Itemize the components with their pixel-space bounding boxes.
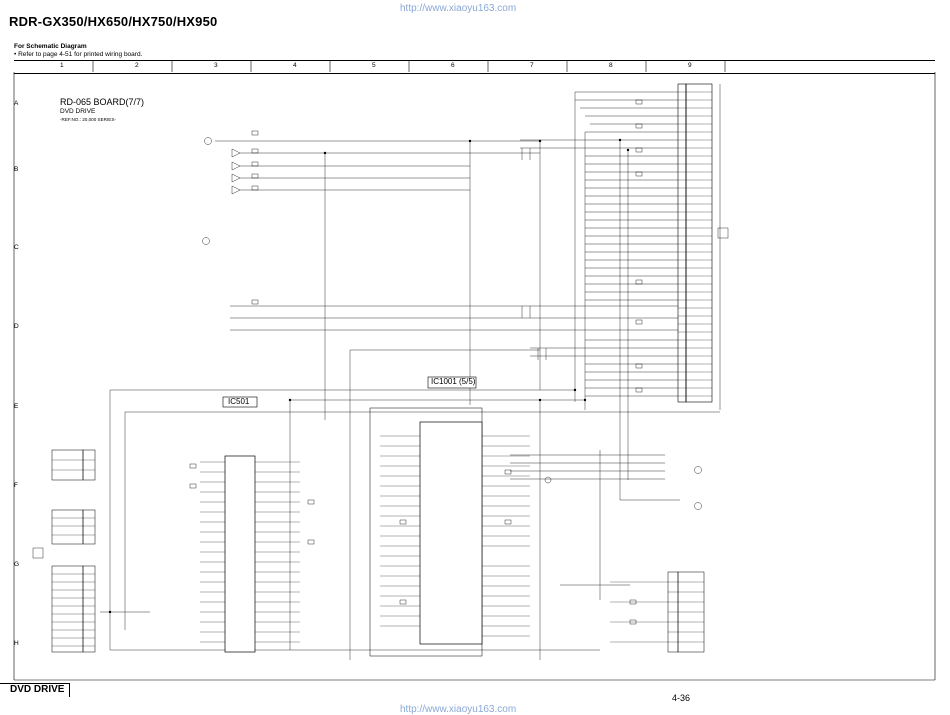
col-label-8: 8: [609, 62, 613, 69]
row-label-e: E: [14, 403, 19, 410]
col-label-2: 2: [135, 62, 139, 69]
col-label-6: 6: [451, 62, 455, 69]
header-url[interactable]: http://www.xiaoyu163.com: [400, 3, 517, 14]
page-title: RDR-GX350/HX650/HX750/HX950: [9, 14, 218, 29]
col-label-5: 5: [372, 62, 376, 69]
board-name: RD-065 BOARD(7/7): [60, 97, 145, 107]
footer-url[interactable]: http://www.xiaoyu163.com: [400, 704, 517, 715]
horizontal-wires: [100, 349, 720, 651]
components: [189, 99, 702, 625]
ic501-label-box: [222, 396, 258, 408]
col-label-3: 3: [214, 62, 218, 69]
board-subtitle: DVD DRIVE: [60, 108, 96, 115]
right-connector: [677, 83, 713, 403]
ic1001-label: IC1001 (5/5): [431, 377, 476, 386]
note-text: • Refer to page 4-51 for printed wiring …: [14, 51, 143, 58]
board-ref: -REF.NO.: 20,000 SERIES-: [60, 117, 116, 122]
ic1001-body: [419, 421, 483, 645]
left-offpage-flag: [32, 547, 44, 559]
page-number: 4-36: [672, 693, 691, 703]
ic501-body: [224, 455, 256, 653]
note-heading: For Schematic Diagram: [14, 43, 87, 50]
row-label-f: F: [14, 482, 18, 489]
row-label-b: B: [14, 166, 19, 173]
ic501-pins: [200, 461, 300, 643]
row-label-h: H: [14, 640, 19, 647]
row-label-d: D: [14, 323, 19, 330]
footer-section: DVD DRIVE: [0, 683, 70, 697]
row-label-a: A: [14, 100, 19, 107]
right-offpage-flag: [717, 227, 729, 239]
col-label-1: 1: [60, 62, 64, 69]
bus-lines: [230, 91, 678, 397]
junction-dots: [108, 138, 630, 614]
left-buffer-lines: [202, 137, 540, 245]
right-connector-pins: [678, 91, 712, 397]
ic1001-label-box: [427, 376, 477, 389]
col-label-7: 7: [530, 62, 534, 69]
bottom-right-connector-pins: [610, 581, 704, 643]
col-label-9: 9: [688, 62, 692, 69]
ic1001-pins: [380, 435, 530, 637]
ic501-label: IC501: [228, 397, 250, 406]
col-label-4: 4: [293, 62, 297, 69]
row-label-g: G: [14, 561, 20, 568]
row-label-c: C: [14, 244, 19, 251]
left-connector-pins: [52, 459, 95, 647]
column-ruler: 1 2 3 4 5 6 7 8 9: [14, 60, 935, 74]
frame-ticks: [13, 60, 936, 681]
vertical-wires: [109, 84, 721, 660]
left-connectors: [51, 449, 96, 653]
